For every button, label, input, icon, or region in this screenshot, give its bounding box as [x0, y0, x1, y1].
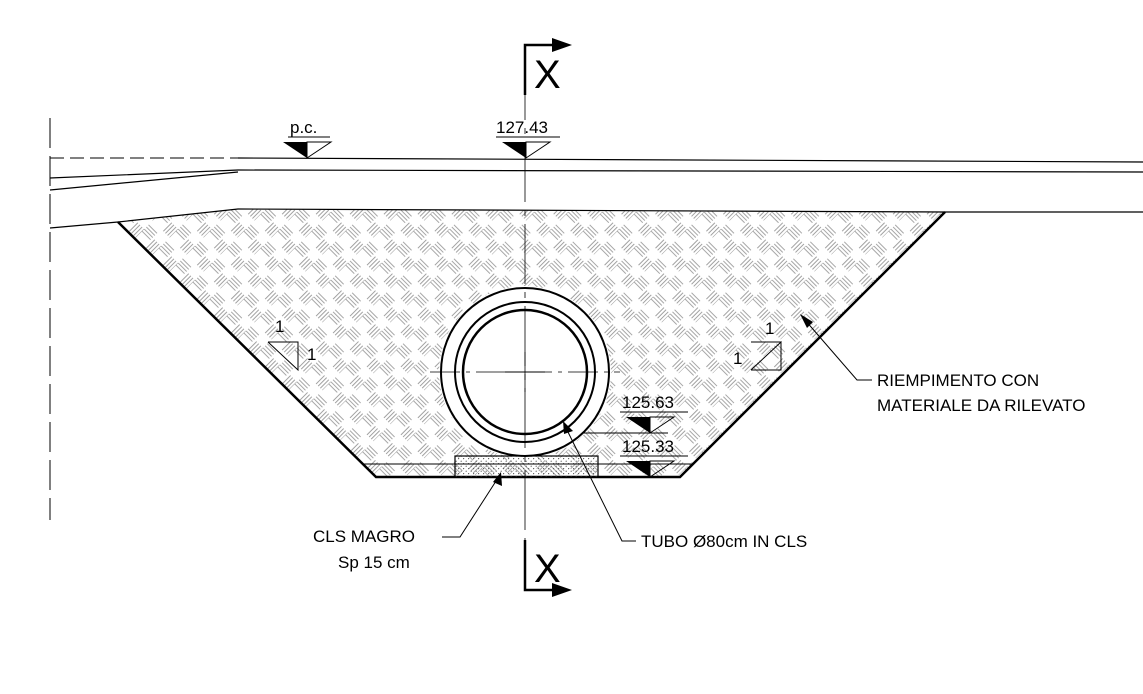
callout-fill-line2: MATERIALE DA RILEVATO: [877, 396, 1085, 415]
callout-fill-line1: RIEMPIMENTO CON: [877, 371, 1039, 390]
slope-left-rise: 1: [275, 317, 284, 336]
callout-concrete-line2: Sp 15 cm: [338, 553, 410, 572]
slope-indicator-left: 1 1: [267, 317, 316, 372]
callout-pipe: TUBO Ø80cm IN CLS: [563, 421, 807, 551]
level-marker-pipe-invert: 125.63: [582, 393, 688, 434]
level-marker-road-axis: 127.43: [496, 118, 560, 159]
callout-concrete-line1: CLS MAGRO: [313, 527, 415, 546]
callout-pipe-label: TUBO Ø80cm IN CLS: [641, 532, 807, 551]
cls-magro-bed: [454, 455, 599, 478]
road-surface: [49, 157, 1143, 229]
slope-right-run: 1: [733, 349, 742, 368]
level-label-trench-bottom: 125.33: [622, 437, 674, 456]
slope-left-run: 1: [307, 345, 316, 364]
level-label-road-axis: 127.43: [496, 118, 548, 137]
level-marker-trench-bottom: 125.33: [620, 437, 688, 478]
slope-right-rise: 1: [765, 319, 774, 338]
slope-indicator-right: 1 1: [733, 319, 782, 371]
section-letter-top: X: [534, 53, 561, 97]
level-marker-ground: p.c.: [283, 118, 333, 159]
section-marker-bottom: X: [523, 540, 572, 597]
level-label-pipe-invert: 125.63: [622, 393, 674, 412]
callout-fill-material: RIEMPIMENTO CON MATERIALE DA RILEVATO: [800, 314, 1085, 415]
callout-concrete: CLS MAGRO Sp 15 cm: [313, 472, 502, 572]
section-marker-top: X: [523, 38, 572, 97]
section-letter-bottom: X: [534, 547, 561, 591]
level-label-ground: p.c.: [290, 118, 317, 137]
